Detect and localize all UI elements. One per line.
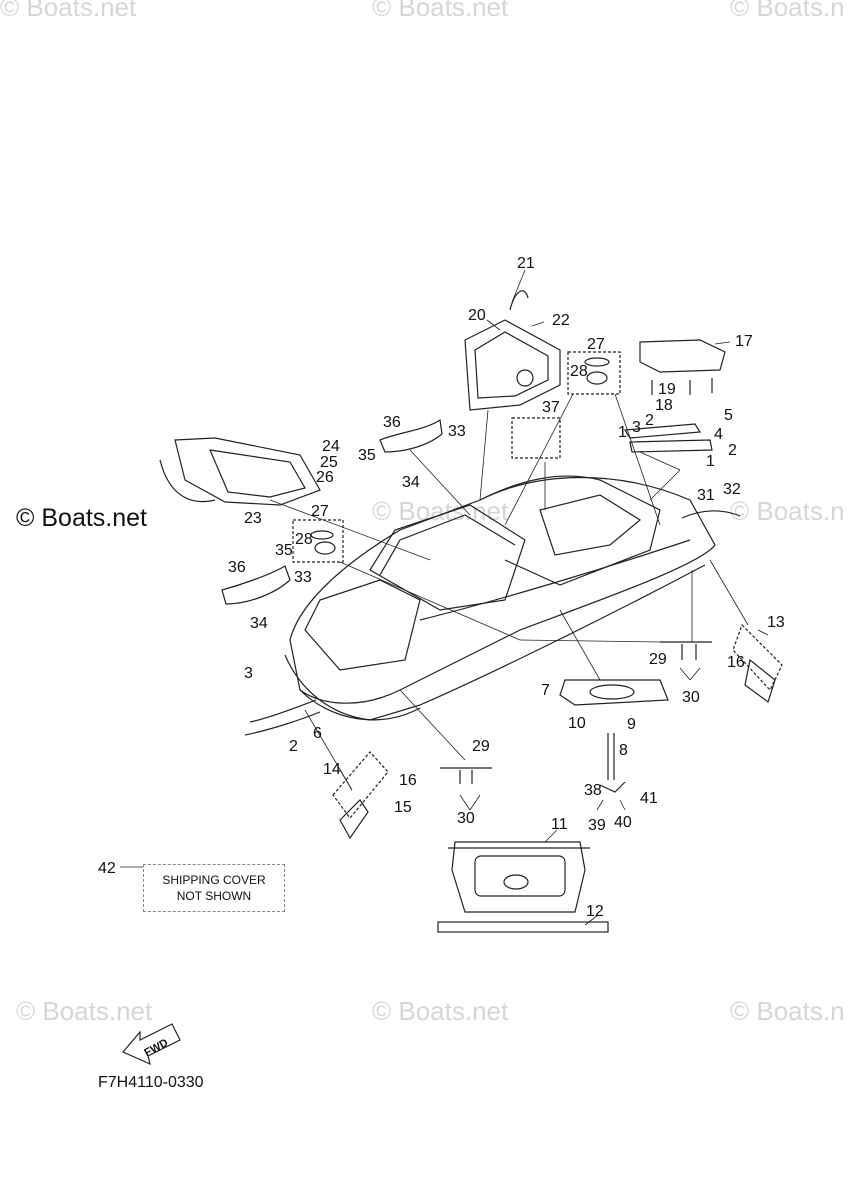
cooler-part	[448, 841, 590, 913]
callout-34: 34	[250, 615, 268, 632]
callout-20: 20	[468, 307, 486, 324]
callout-30: 30	[457, 810, 475, 827]
callout-16: 16	[727, 654, 745, 671]
callout-6: 6	[313, 725, 322, 742]
note-line-1: SHIPPING COVER	[162, 873, 266, 887]
callout-28: 28	[295, 531, 313, 548]
callout-5: 5	[724, 407, 733, 424]
callout-24: 24	[322, 438, 340, 455]
callout-3: 3	[244, 665, 253, 682]
callout-12: 12	[586, 903, 604, 920]
watermark: © Boats.net	[0, 0, 137, 22]
fwd-label: FWD	[142, 1037, 170, 1059]
callout-4: 4	[714, 426, 723, 443]
callout-40: 40	[614, 814, 632, 831]
callout-1: 1	[618, 424, 627, 441]
cable-part-21	[509, 290, 529, 311]
callout-28: 28	[570, 363, 588, 380]
callout-10: 10	[568, 715, 586, 732]
callout-3: 3	[632, 419, 641, 436]
callout-21: 21	[517, 255, 535, 272]
callout-27: 27	[311, 503, 329, 520]
callout-26: 26	[316, 469, 334, 486]
callout-2: 2	[645, 412, 654, 429]
callout-2: 2	[289, 738, 298, 755]
bracket-part	[639, 339, 726, 395]
pad-part	[440, 641, 712, 784]
plate-part	[559, 679, 669, 706]
callout-29: 29	[649, 651, 667, 668]
callout-36: 36	[228, 559, 246, 576]
callout-32: 32	[723, 481, 741, 498]
callout-1: 1	[706, 453, 715, 470]
callout-22: 22	[552, 312, 570, 329]
cleat-part	[332, 623, 783, 819]
trim-part	[244, 699, 321, 736]
watermark: © Boats.net	[372, 496, 509, 526]
shipping-cover-note: SHIPPING COVER NOT SHOWN	[143, 864, 285, 912]
boat-hull	[284, 475, 716, 721]
watermark: © Boats.n	[730, 0, 845, 22]
callout-19: 19	[658, 381, 676, 398]
callout-38: 38	[584, 782, 602, 799]
watermark: © Boats.net	[372, 0, 509, 22]
watermark: © Boats.n	[730, 996, 845, 1026]
callout-30: 30	[682, 689, 700, 706]
callout-8: 8	[619, 742, 628, 759]
callout-18: 18	[655, 397, 673, 414]
cup-holder-box	[292, 351, 621, 563]
callout-2: 2	[728, 442, 737, 459]
callout-7: 7	[541, 682, 550, 699]
watermark: © Boats.n	[730, 496, 845, 526]
note-line-2: NOT SHOWN	[176, 889, 252, 903]
callout-17: 17	[735, 333, 753, 350]
callout-27: 27	[587, 336, 605, 353]
callout-33: 33	[294, 569, 312, 586]
callout-34: 34	[402, 474, 420, 491]
cable-part	[681, 510, 741, 519]
diagram-code: F7H4110-0330	[98, 1074, 204, 1091]
callout-42: 42	[98, 860, 116, 877]
callout-15: 15	[394, 799, 412, 816]
callout-35: 35	[275, 542, 293, 559]
callout-36: 36	[383, 414, 401, 431]
callout-29: 29	[472, 738, 490, 755]
callout-14: 14	[323, 761, 341, 778]
callout-9: 9	[627, 716, 636, 733]
callout-37: 37	[542, 399, 560, 416]
ladder-part	[599, 733, 626, 793]
grab-handle	[221, 418, 443, 605]
callout-39: 39	[588, 817, 606, 834]
cup-holder	[310, 357, 610, 555]
bar-part	[437, 921, 609, 933]
callout-41: 41	[640, 790, 658, 807]
callout-35: 35	[358, 447, 376, 464]
fwd-arrow-icon	[122, 1023, 181, 1066]
watermark: © Boats.net	[16, 996, 153, 1026]
cleat-part	[339, 658, 776, 840]
watermark-main: © Boats.net	[16, 504, 147, 532]
callout-33: 33	[448, 423, 466, 440]
rail-parts	[623, 423, 713, 453]
callout-labels: 21 20 22 27 28 17 19 18 36 33 35 34 37 5…	[98, 255, 785, 920]
callout-11: 11	[551, 816, 568, 833]
dash-panel	[159, 437, 321, 506]
callout-23: 23	[244, 510, 262, 527]
callout-13: 13	[767, 614, 785, 631]
watermark: © Boats.net	[372, 996, 509, 1026]
leader-lines	[120, 269, 769, 926]
callout-16: 16	[399, 772, 417, 789]
callout-25: 25	[320, 454, 338, 471]
windshield-part	[464, 319, 561, 411]
callout-31: 31	[697, 487, 715, 504]
